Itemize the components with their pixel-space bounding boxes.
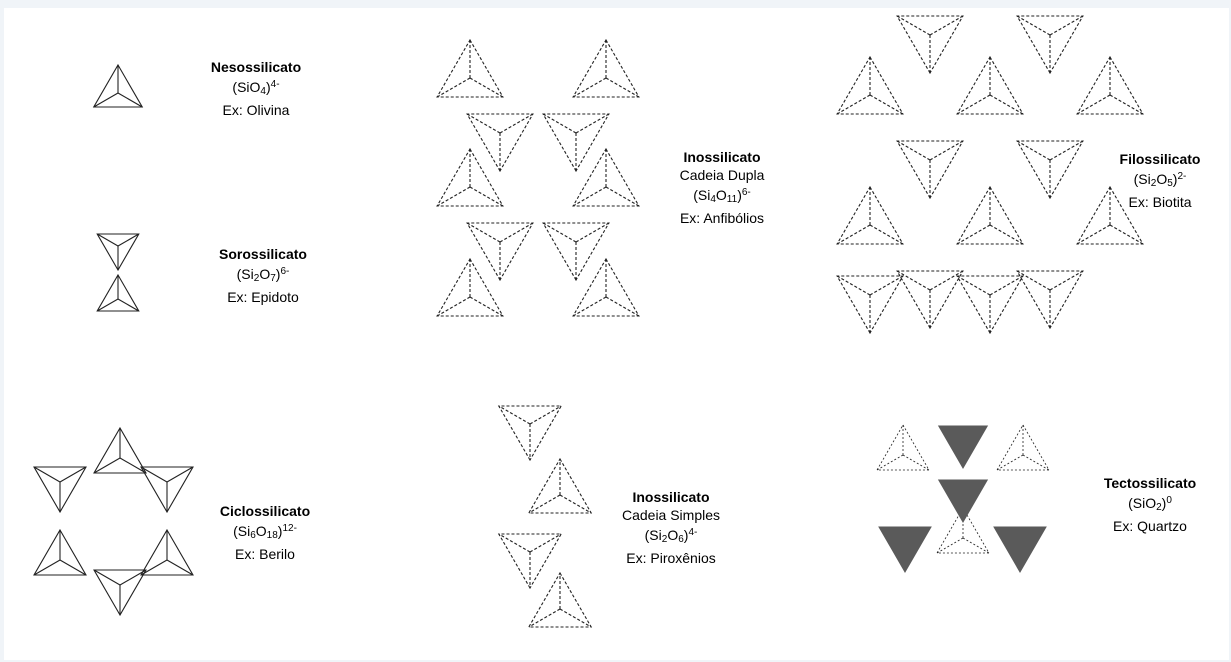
tetrahedron bbox=[939, 426, 987, 468]
tetrahedron-edge bbox=[530, 406, 561, 424]
label-sorossilicato: Sorossilicato (Si2O7)6- Ex: Epidoto bbox=[198, 245, 328, 306]
tetrahedron-edge bbox=[903, 455, 929, 470]
filossilicato-structure bbox=[837, 16, 1143, 333]
tetrahedron bbox=[573, 149, 639, 206]
inossilicato-cadeia-dupla-structure bbox=[437, 40, 639, 316]
label-example: Ex: Quartzo bbox=[1090, 517, 1210, 535]
label-tectossilicato: Tectossilicato (SiO2)0 Ex: Quartzo bbox=[1090, 474, 1210, 535]
tetrahedron bbox=[939, 480, 987, 522]
tetrahedron bbox=[837, 57, 903, 114]
tetrahedron-edge bbox=[529, 495, 560, 513]
sorossilicato-structure bbox=[97, 234, 139, 311]
tetrahedron bbox=[1017, 271, 1083, 328]
tetrahedron bbox=[897, 141, 963, 198]
tetrahedron bbox=[1017, 16, 1083, 73]
tetrahedron bbox=[543, 223, 609, 280]
tetrahedron-edge bbox=[530, 534, 561, 552]
label-example: Ex: Anfibólios bbox=[662, 209, 782, 227]
label-formula: (Si2O6)4- bbox=[596, 524, 746, 549]
label-example: Ex: Olivina bbox=[196, 101, 316, 119]
label-name: Sorossilicato bbox=[198, 245, 328, 263]
label-formula: (Si2O5)2- bbox=[1100, 168, 1220, 193]
label-example: Ex: Epidoto bbox=[198, 288, 328, 306]
label-formula: (Si6O18)12- bbox=[205, 520, 325, 545]
tetrahedron bbox=[573, 259, 639, 316]
tetrahedron bbox=[879, 527, 931, 572]
tetrahedron bbox=[467, 114, 533, 171]
label-example: Ex: Berilo bbox=[205, 545, 325, 563]
tetrahedron bbox=[1017, 141, 1083, 198]
tetrahedron bbox=[994, 527, 1046, 572]
tectossilicato-structure bbox=[877, 425, 1049, 572]
label-formula: (SiO4)4- bbox=[196, 76, 316, 101]
ciclossilicato-structure bbox=[34, 428, 193, 615]
label-example: Ex: Biotita bbox=[1100, 193, 1220, 211]
tetrahedron bbox=[437, 40, 503, 97]
nesossilicato-structure bbox=[94, 65, 142, 107]
tetrahedron bbox=[437, 149, 503, 206]
tetrahedron-edge bbox=[963, 538, 989, 553]
tetrahedron bbox=[897, 271, 963, 328]
tetrahedron bbox=[573, 40, 639, 97]
tetrahedron bbox=[957, 276, 1023, 333]
label-name: Inossilicato bbox=[662, 148, 782, 166]
label-name: Nesossilicato bbox=[196, 58, 316, 76]
inossilicato-cadeia-simples-structure bbox=[499, 406, 591, 627]
label-name: Inossilicato bbox=[596, 488, 746, 506]
label-inossilicato-cadeia-simples: Inossilicato Cadeia Simples (Si2O6)4- Ex… bbox=[596, 488, 746, 567]
label-subtitle: Cadeia Dupla bbox=[662, 166, 782, 184]
tetrahedron bbox=[877, 425, 929, 470]
label-formula: (Si2O7)6- bbox=[198, 263, 328, 288]
label-ciclossilicato: Ciclossilicato (Si6O18)12- Ex: Berilo bbox=[205, 502, 325, 563]
tetrahedron bbox=[897, 16, 963, 73]
label-inossilicato-cadeia-dupla: Inossilicato Cadeia Dupla (Si4O11)6- Ex:… bbox=[662, 148, 782, 227]
label-subtitle: Cadeia Simples bbox=[596, 506, 746, 524]
tetrahedron bbox=[837, 276, 903, 333]
tetrahedron bbox=[997, 425, 1049, 470]
tetrahedron bbox=[543, 114, 609, 171]
label-name: Tectossilicato bbox=[1090, 474, 1210, 492]
tetrahedron bbox=[437, 259, 503, 316]
label-formula: (Si4O11)6- bbox=[662, 184, 782, 209]
tetrahedron bbox=[1077, 57, 1143, 114]
tetrahedron-edge bbox=[1023, 455, 1049, 470]
tetrahedron bbox=[467, 223, 533, 280]
label-example: Ex: Piroxênios bbox=[596, 549, 746, 567]
tetrahedron bbox=[957, 187, 1023, 244]
label-formula: (SiO2)0 bbox=[1090, 492, 1210, 517]
label-nesossilicato: Nesossilicato (SiO4)4- Ex: Olivina bbox=[196, 58, 316, 119]
label-name: Filossilicato bbox=[1100, 150, 1220, 168]
tetrahedron bbox=[837, 187, 903, 244]
tetrahedron bbox=[957, 57, 1023, 114]
label-name: Ciclossilicato bbox=[205, 502, 325, 520]
tetrahedron-edge bbox=[529, 609, 560, 627]
label-filossilicato: Filossilicato (Si2O5)2- Ex: Biotita bbox=[1100, 150, 1220, 211]
